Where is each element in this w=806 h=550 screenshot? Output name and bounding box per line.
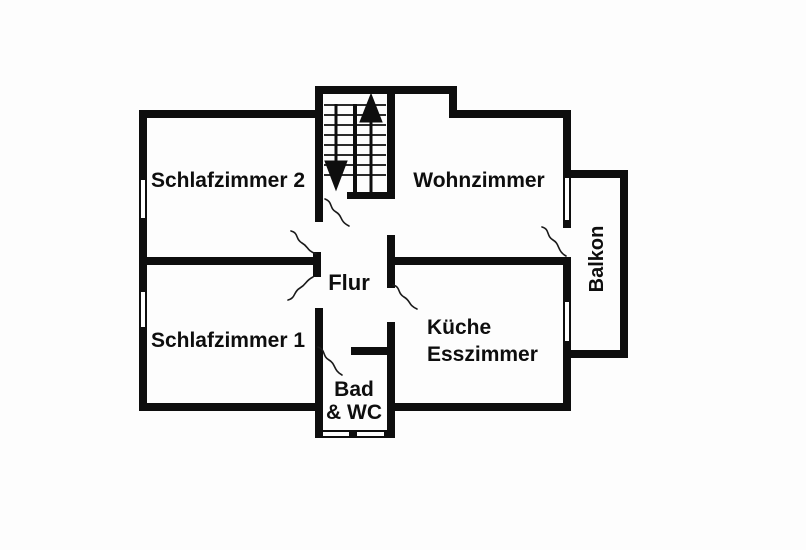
window-icon-schlafzimmer2: [139, 180, 147, 218]
room-label-bad-line2: & WC: [326, 401, 382, 424]
window-icon-bad-right: [357, 430, 384, 438]
wall-bad-bottom: [315, 430, 395, 438]
wall-outer-top-left: [139, 110, 323, 118]
room-label-bad-line1: Bad: [334, 378, 374, 401]
wall-bad-right: [387, 322, 395, 438]
room-label-kueche-line1: Küche: [427, 316, 492, 339]
wall-stair-bottom: [347, 192, 395, 199]
wall-balkon-top: [571, 170, 628, 178]
wall-hall-left-upper: [315, 86, 323, 222]
room-label-schlafzimmer2: Schlafzimmer 2: [150, 169, 306, 192]
door-opening-balkon: [563, 228, 571, 257]
door-swing-stairs-icon: [324, 198, 350, 227]
wall-outer-top-right: [449, 110, 571, 118]
wall-outer-top-step: [449, 86, 457, 118]
window-icon-schlafzimmer1: [139, 292, 147, 327]
wall-outer-bottom-left: [139, 403, 323, 411]
stairs-down-arrow-icon: [324, 104, 348, 192]
wall-hall-left-cap: [313, 252, 321, 277]
wall-balkon-right: [620, 170, 628, 358]
window-icon-bad-left: [323, 430, 349, 438]
wall-stair-right: [387, 86, 395, 199]
room-label-kueche-line2: Esszimmer: [427, 343, 538, 366]
room-label-wohnzimmer: Wohnzimmer: [413, 169, 545, 192]
staircase-treads: [324, 104, 386, 176]
wall-bad-top: [351, 347, 395, 355]
window-icon-wohnzimmer: [563, 178, 571, 220]
door-swing-schlafzimmer2-icon: [290, 230, 317, 255]
room-label-flur: Flur: [328, 270, 370, 295]
room-label-schlafzimmer1: Schlafzimmer 1: [150, 329, 306, 352]
room-label-balkon: Balkon: [585, 225, 608, 293]
wall-outer-bottom-right: [387, 403, 571, 411]
window-icon-kueche: [563, 302, 571, 341]
wall-outer-top-stair: [315, 86, 457, 94]
wall-balkon-bottom: [571, 350, 628, 358]
wall-divider-left: [139, 257, 317, 265]
wall-divider-right: [387, 257, 571, 265]
